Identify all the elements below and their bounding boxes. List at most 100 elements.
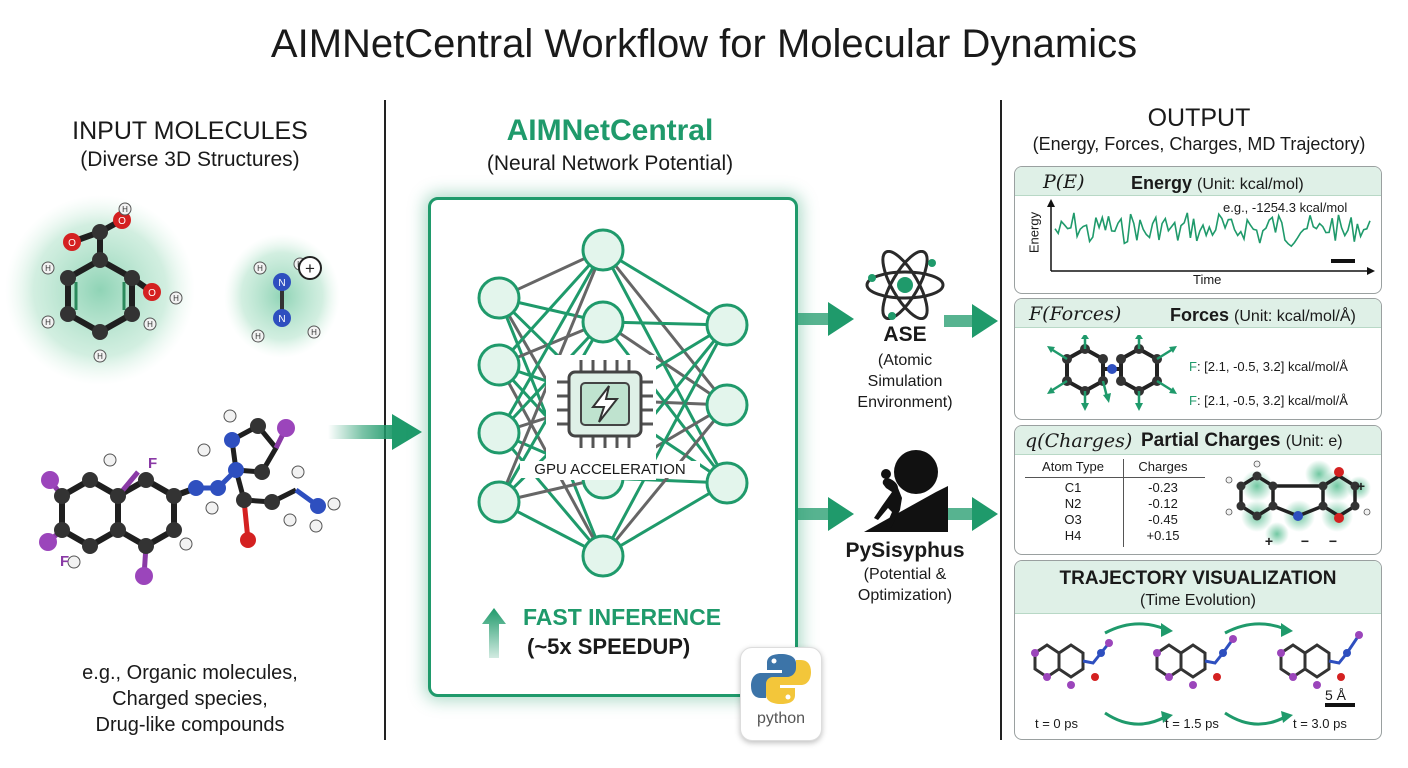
- fast-inference-label: FAST INFERENCE: [523, 604, 722, 630]
- force-value-2: F: [2.1, -0.5, 3.2] kcal/mol/Å: [1189, 393, 1348, 408]
- network-node: [705, 303, 749, 347]
- sisyphus-icon: [864, 450, 948, 532]
- table-row: C1: [1064, 480, 1082, 495]
- svg-text:H: H: [255, 332, 261, 341]
- trajectory-molecule-frame: [1031, 639, 1113, 689]
- network-node: [705, 461, 749, 505]
- input-heading: INPUT MOLECULES: [72, 117, 308, 145]
- forces-molecule: [1047, 335, 1177, 411]
- network-node: [581, 534, 625, 578]
- svg-text:H: H: [122, 205, 128, 214]
- gpu-label: GPU ACCELERATION: [520, 461, 700, 478]
- forces-title: Forces (Unit: kcal/mol/Å): [1170, 305, 1356, 325]
- energy-title: Energy (Unit: kcal/mol): [1131, 173, 1304, 193]
- svg-text:H: H: [173, 294, 179, 303]
- trajectory-title: TRAJECTORY VISUALIZATION: [1059, 568, 1337, 589]
- svg-text:F: F: [60, 553, 69, 570]
- charges-title: Partial Charges (Unit: e): [1141, 430, 1343, 451]
- network-edge: [601, 324, 729, 557]
- trajectory-panel: TRAJECTORY VISUALIZATION (Time Evolution…: [1014, 560, 1382, 740]
- charges-panel: q(Charges) Partial Charges (Unit: e) Ato…: [1014, 425, 1382, 555]
- output-heading: OUTPUT: [1147, 104, 1251, 132]
- table-cell: -0.45: [1148, 512, 1178, 527]
- network-node: [477, 343, 521, 387]
- force-value-1: F: [2.1, -0.5, 3.2] kcal/mol/Å: [1189, 359, 1348, 374]
- network-node: [581, 228, 625, 272]
- network-node: [477, 276, 521, 320]
- energy-plot: [1047, 199, 1375, 275]
- model-name: AIMNetCentral: [506, 114, 714, 147]
- svg-text:H: H: [45, 264, 51, 273]
- svg-text:H: H: [257, 264, 263, 273]
- speedup-label: (~5x SPEEDUP): [527, 634, 691, 659]
- col-charges: Charges: [1138, 459, 1188, 474]
- trajectory-molecule-frame: [1153, 635, 1237, 689]
- arrow-pysisyphus-to-output: [944, 497, 998, 531]
- example-drug-like: Drug-like compounds: [95, 714, 285, 736]
- example-charged: Charged species,: [112, 688, 268, 710]
- plus-charge-icon: [298, 256, 322, 280]
- python-logo: python: [740, 647, 822, 741]
- energy-panel: P(E) Energy (Unit: kcal/mol) e.g., -1254…: [1014, 166, 1382, 294]
- network-node: [477, 480, 521, 524]
- trajectory-molecule-frame: [1277, 631, 1363, 689]
- trajectory-scale-label: 5 Å: [1325, 687, 1347, 703]
- svg-text:N: N: [278, 314, 285, 325]
- table-row: O3: [1064, 512, 1082, 527]
- time-label-0: t = 0 ps: [1035, 716, 1078, 731]
- energy-xlabel: Time: [1193, 272, 1222, 287]
- network-node: [705, 383, 749, 427]
- svg-text:H: H: [45, 318, 51, 327]
- network-edge: [601, 249, 729, 484]
- energy-ylabel: Energy: [1026, 211, 1042, 254]
- table-cell: -0.12: [1148, 496, 1178, 511]
- svg-text:H: H: [147, 320, 153, 329]
- network-edge: [601, 249, 729, 406]
- energy-symbol: P(E): [1043, 171, 1085, 193]
- svg-text:+: +: [305, 259, 315, 278]
- gpu-chip-icon: [546, 355, 656, 480]
- time-label-1: t = 1.5 ps: [1165, 716, 1219, 731]
- model-subtitle: (Neural Network Potential): [486, 152, 734, 175]
- pysisyphus-name: PySisyphus: [845, 539, 965, 562]
- svg-text:−: −: [1329, 533, 1337, 549]
- molecule-salicylic-acid: O O O HH HH HH: [5, 195, 195, 385]
- input-subheading: (Diverse 3D Structures): [80, 148, 300, 171]
- example-organic: e.g., Organic molecules,: [82, 662, 298, 684]
- arrow-model-to-ase: [796, 302, 854, 336]
- svg-text:H: H: [311, 328, 317, 337]
- svg-text:+: +: [1357, 478, 1365, 494]
- energy-example: e.g., -1254.3 kcal/mol: [1223, 200, 1348, 215]
- svg-text:F: F: [148, 455, 157, 472]
- network-edge: [601, 404, 729, 557]
- divider-left: [384, 100, 386, 740]
- svg-text:O: O: [118, 216, 126, 227]
- network-node: [477, 411, 521, 455]
- input-molecules-illustration: O O O HH HH HH NN HH HH +: [5, 195, 341, 585]
- network-edge: [497, 248, 605, 367]
- trajectory-subtitle: (Time Evolution): [1140, 592, 1256, 609]
- ase-name: ASE: [883, 323, 927, 346]
- charges-symbol: q(Charges): [1025, 430, 1133, 452]
- atom-icon: [865, 250, 945, 320]
- forces-panel: F(Forces) Forces (Unit: kcal/mol/Å) F: […: [1014, 298, 1382, 420]
- network-node: [581, 300, 625, 344]
- table-cell: +0.15: [1146, 528, 1180, 543]
- trajectory-illustration: [1031, 622, 1363, 726]
- svg-text:O: O: [68, 238, 76, 249]
- svg-text:−: −: [1301, 533, 1309, 549]
- network-edge: [497, 432, 605, 557]
- table-row: N2: [1064, 496, 1082, 511]
- network-edge: [602, 248, 728, 327]
- neural-network-diagram: [477, 228, 749, 578]
- python-icon: [751, 654, 811, 704]
- arrow-ase-to-output: [944, 304, 998, 338]
- network-nodes: [477, 228, 749, 578]
- table-cell: -0.23: [1148, 480, 1178, 495]
- svg-text:O: O: [148, 288, 156, 299]
- lightning-icon: [590, 385, 620, 423]
- svg-text:+: +: [1265, 533, 1273, 549]
- pysisyphus-description: (Potential &Optimization): [857, 566, 953, 604]
- molecule-hydrazinium: NN HH HH +: [224, 234, 340, 358]
